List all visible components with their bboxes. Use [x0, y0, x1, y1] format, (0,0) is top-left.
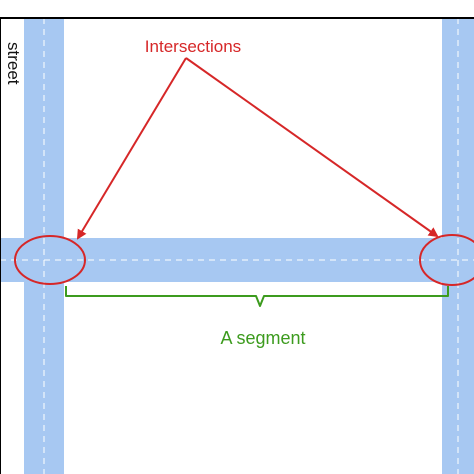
- segment-label: A segment: [220, 328, 305, 348]
- intersections-label: Intersections: [145, 37, 241, 56]
- arrow-to-right-intersection: [185, 57, 439, 238]
- arrow-to-left-intersection: [76, 57, 187, 240]
- intersection-marker-right: [419, 234, 474, 286]
- street-label: street: [4, 42, 23, 85]
- intersection-marker-left: [14, 235, 86, 285]
- segment-brace: [65, 286, 449, 307]
